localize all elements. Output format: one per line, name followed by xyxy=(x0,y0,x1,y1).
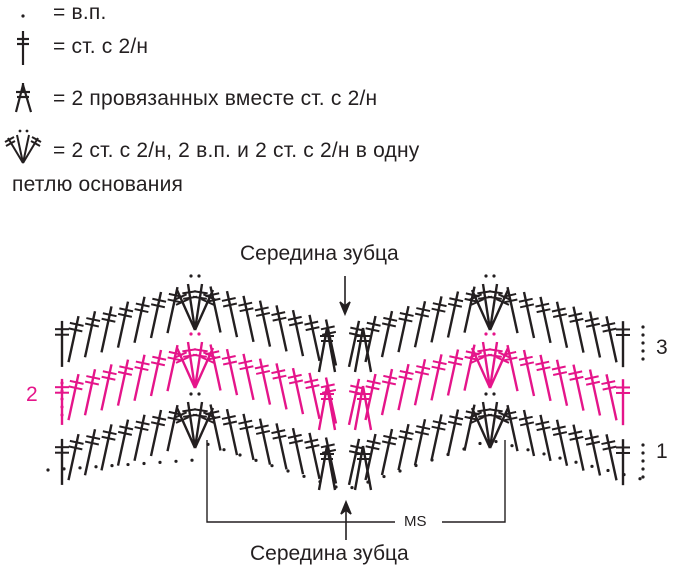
legend-shell-text-continued: петлю основания xyxy=(12,173,184,196)
stitch-chart xyxy=(46,274,645,491)
legend-dc-text: = ст. с 2/н xyxy=(53,35,149,58)
dc2tog-icon xyxy=(14,83,33,113)
top-middle-label: Середина зубца xyxy=(240,242,399,265)
row-2-label: 2 xyxy=(26,383,38,406)
bottom-arrow-icon xyxy=(340,499,352,540)
repeat-bracket xyxy=(206,440,506,523)
double-crochet-icon xyxy=(17,31,29,65)
chain-dot-icon xyxy=(21,14,25,18)
bottom-middle-label: Середина зубца xyxy=(250,542,409,565)
row-1-label: 1 xyxy=(656,440,668,463)
top-arrow-icon xyxy=(339,276,351,317)
shell-icon xyxy=(4,129,42,164)
row-3-label: 3 xyxy=(656,336,668,359)
legend-shell-text: = 2 ст. с 2/н, 2 в.п. и 2 ст. с 2/н в од… xyxy=(53,139,420,162)
legend-dc2tog-text: = 2 провязанных вместе ст. с 2/н xyxy=(53,87,378,110)
multiple-stitch-label: MS xyxy=(398,513,433,530)
legend-chain-text: = в.п. xyxy=(53,1,107,24)
